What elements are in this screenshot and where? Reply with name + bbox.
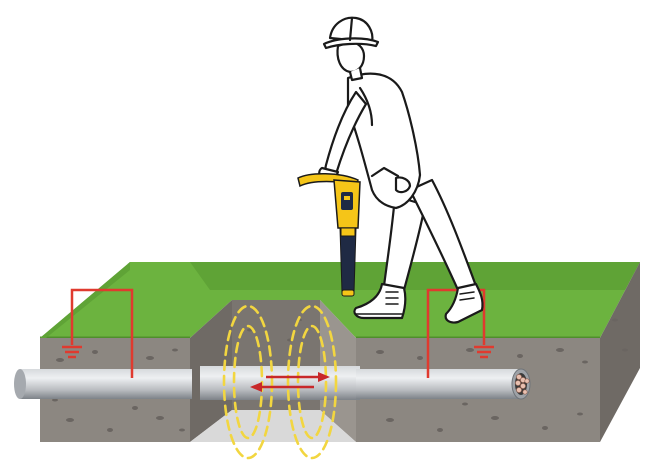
ground-icon xyxy=(62,345,82,359)
grass-back-strip xyxy=(190,262,640,290)
soil-side-right xyxy=(600,262,640,442)
worker-torso xyxy=(346,72,422,210)
ground-icon xyxy=(474,345,494,359)
locator-shaft xyxy=(339,227,357,293)
pipe-section-left xyxy=(20,369,192,399)
soil-side-left-top xyxy=(40,262,130,338)
pipe-section-right xyxy=(356,369,520,399)
hard-hat-icon xyxy=(322,16,380,50)
pipe-end-left xyxy=(14,369,26,399)
buried-pipe xyxy=(14,366,531,400)
ground-connection-right xyxy=(426,288,494,378)
cable-locator xyxy=(297,173,361,297)
locator-display xyxy=(341,192,353,210)
worker-figure xyxy=(318,16,484,324)
pipe-section-exposed xyxy=(200,366,360,400)
worker-front-boot xyxy=(444,282,484,324)
grass-top-left xyxy=(40,262,190,338)
ground-connection-left xyxy=(62,288,134,378)
cable-cores xyxy=(515,374,530,395)
double-arrow-icon xyxy=(250,372,330,392)
